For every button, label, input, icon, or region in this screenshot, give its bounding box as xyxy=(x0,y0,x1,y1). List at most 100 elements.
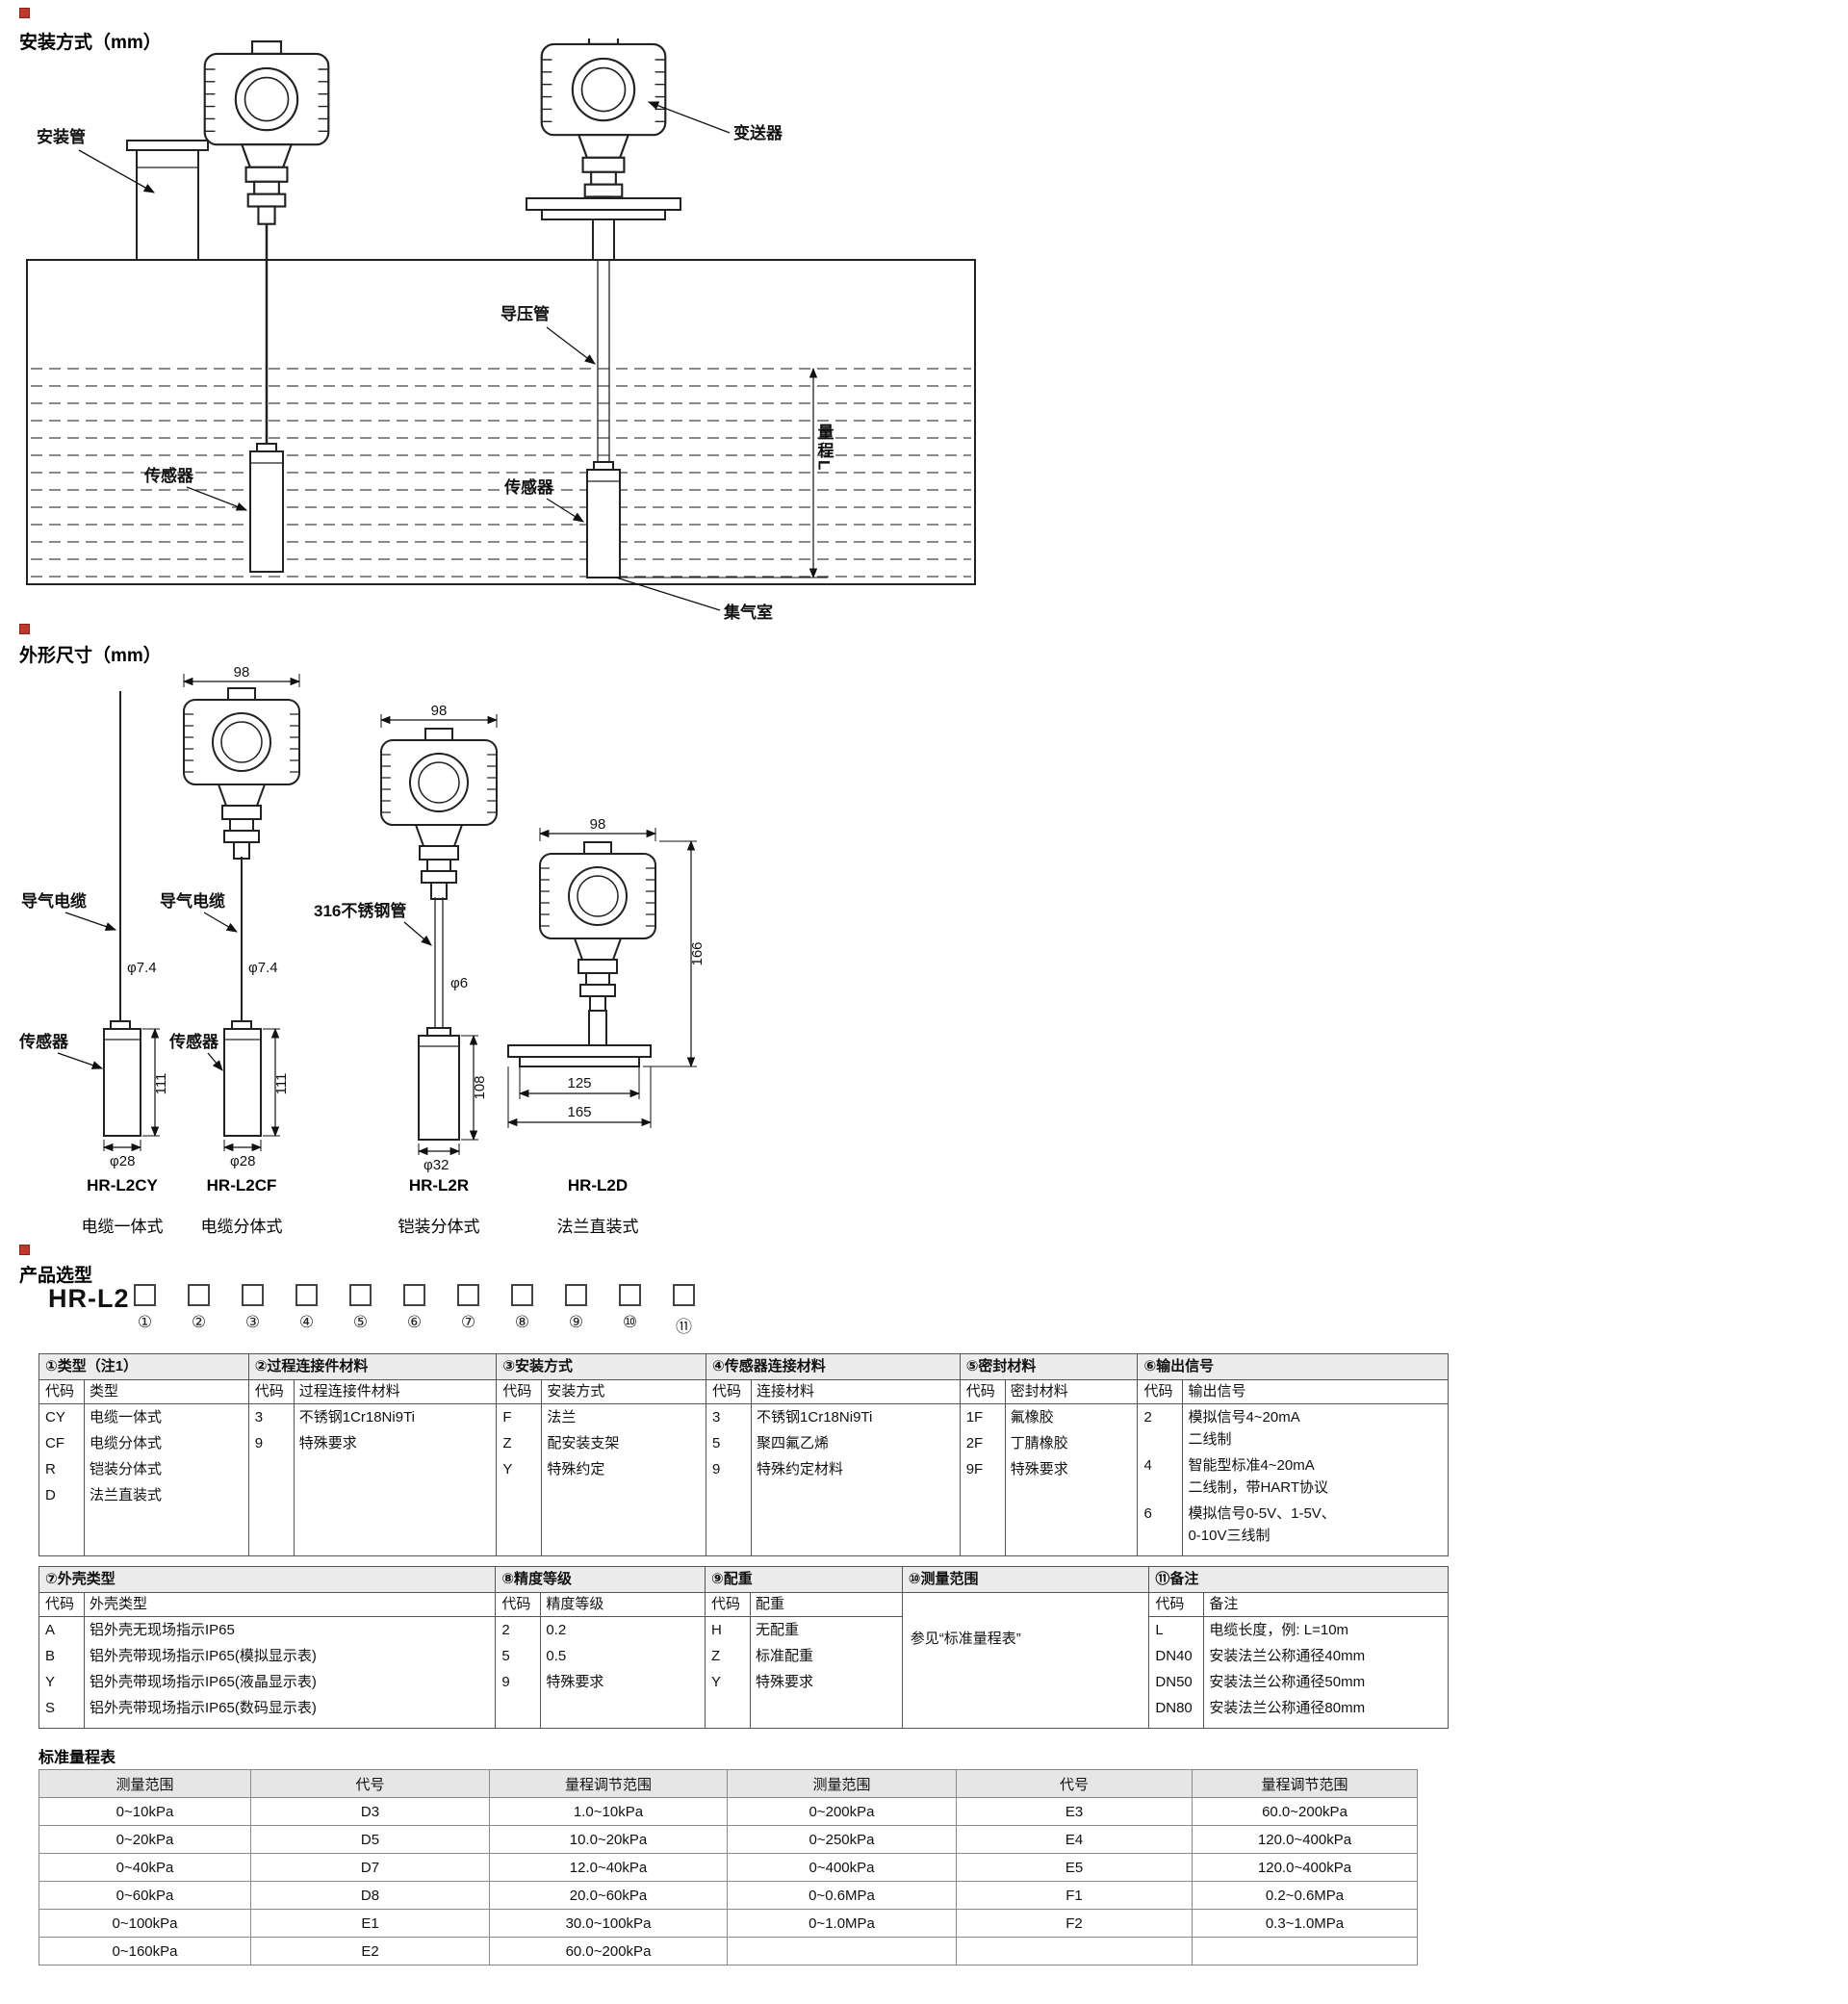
code-header: 代码 xyxy=(496,1593,541,1617)
desc-cell: 安装法兰公称通径40mm xyxy=(1209,1648,1366,1664)
range-cell: E5 xyxy=(956,1853,1193,1882)
model-name: 法兰直装式 xyxy=(556,1218,639,1236)
sensor-dia-dim: φ28 xyxy=(230,1153,255,1169)
range-cell: D3 xyxy=(250,1797,490,1826)
desc-header: 输出信号 xyxy=(1182,1380,1448,1404)
selection-table-2: ⑦外壳类型 代码 外壳类型 A 铝外壳无现场指示IP65 B 铝外壳带现场指示I… xyxy=(38,1566,1449,1729)
cable-label: 导气电缆 xyxy=(160,891,225,911)
model-name: 电缆分体式 xyxy=(200,1218,283,1236)
order-position-number: ① xyxy=(137,1313,153,1331)
range-row: 0~60kPa D8 20.0~60kPa 0~0.6MPa F1 0.2~0.… xyxy=(38,1881,1418,1910)
order-position: ③ xyxy=(242,1284,264,1337)
code-header: 代码 xyxy=(706,1380,752,1404)
desc-header: 备注 xyxy=(1203,1593,1448,1617)
range-cell: 60.0~200kPa xyxy=(1192,1797,1418,1826)
order-position: ⑤ xyxy=(349,1284,372,1337)
desc-cell: 铝外壳无现场指示IP65 xyxy=(90,1622,235,1638)
desc-cell: 配安装支架 xyxy=(547,1435,620,1452)
desc-cell: 铝外壳带现场指示IP65(模拟显示表) xyxy=(90,1648,317,1664)
order-position: ② xyxy=(188,1284,210,1337)
section-title-range: 标准量程表 xyxy=(38,1750,116,1766)
code-cell: 2F xyxy=(965,1435,984,1452)
order-code-box xyxy=(403,1284,425,1306)
range-cell: 0~160kPa xyxy=(38,1937,251,1965)
range-cell: 1.0~10kPa xyxy=(489,1797,728,1826)
model-code: HR-L2CF xyxy=(206,1176,277,1195)
order-position-number: ⑨ xyxy=(568,1313,584,1331)
range-header-row: 测量范围 代号 量程调节范围 测量范围 代号 量程调节范围 xyxy=(38,1769,1418,1798)
order-code-box xyxy=(565,1284,587,1306)
range-cell: E2 xyxy=(250,1937,490,1965)
cable-dia-dim: φ7.4 xyxy=(248,960,278,976)
range-cell: 0~1.0MPa xyxy=(727,1909,957,1938)
desc-cell: 特殊要求 xyxy=(546,1674,604,1690)
code-header: 代码 xyxy=(1149,1593,1204,1617)
code-cell: 2 xyxy=(501,1622,510,1638)
code-header: 代码 xyxy=(1138,1380,1183,1404)
sensor-label: 传感器 xyxy=(168,1032,219,1051)
desc-cell: 特殊要求 xyxy=(298,1435,357,1452)
figure-hr-l2cy: 导气电缆 φ7.4 传感器 111 φ28 xyxy=(19,691,169,1169)
range-reference-note: 参见“标准量程表” xyxy=(910,1631,1021,1647)
head-width-dim: 98 xyxy=(234,664,250,681)
column-divider xyxy=(540,1593,542,1728)
group-process-connection: ②过程连接件材料 代码 过程连接件材料 3 不锈钢1Cr18Ni9Ti 9 特殊… xyxy=(248,1354,498,1555)
range-cell: 0~0.6MPa xyxy=(727,1881,957,1910)
sensor-height-dim: 108 xyxy=(472,1075,488,1099)
range-cell xyxy=(727,1937,957,1965)
order-code-box xyxy=(295,1284,318,1306)
column-divider xyxy=(1004,1380,1006,1555)
code-cell: H xyxy=(711,1622,722,1638)
desc-header: 类型 xyxy=(84,1380,248,1404)
desc-cell: 电缆一体式 xyxy=(90,1409,163,1426)
order-code-box xyxy=(188,1284,210,1306)
mount-pipe-label: 安装管 xyxy=(37,127,86,146)
range-header-cell: 量程调节范围 xyxy=(489,1769,728,1798)
range-l-label: 量程L xyxy=(815,423,834,472)
range-cell: 0~10kPa xyxy=(38,1797,251,1826)
order-position-number: ⑤ xyxy=(352,1313,369,1331)
range-cell: D7 xyxy=(250,1853,490,1882)
transmitter-left-drawing xyxy=(126,40,330,573)
code-cell: 5 xyxy=(712,1435,721,1452)
range-cell: 0.3~1.0MPa xyxy=(1192,1909,1418,1938)
desc-cell: 铝外壳带现场指示IP65(数码显示表) xyxy=(90,1700,317,1716)
model-code: HR-L2CY xyxy=(87,1176,158,1195)
model-name: 电缆一体式 xyxy=(81,1218,164,1236)
order-code-box xyxy=(673,1284,695,1306)
desc-cell: 铝外壳带现场指示IP65(液晶显示表) xyxy=(90,1674,317,1690)
desc-cell: 模拟信号4~20mA 二线制 xyxy=(1188,1409,1300,1448)
code-cell: 5 xyxy=(501,1648,510,1664)
desc-cell: 特殊约定 xyxy=(547,1461,605,1477)
code-cell: 9 xyxy=(254,1435,264,1452)
code-cell: DN40 xyxy=(1155,1648,1193,1664)
column-divider xyxy=(293,1380,295,1555)
range-cell: 0~40kPa xyxy=(38,1853,251,1882)
order-code-box xyxy=(134,1284,156,1306)
column-divider xyxy=(750,1593,752,1728)
code-cell: CY xyxy=(45,1409,65,1426)
desc-header: 外壳类型 xyxy=(84,1593,496,1617)
desc-header: 连接材料 xyxy=(751,1380,960,1404)
range-cell: 120.0~400kPa xyxy=(1192,1853,1418,1882)
code-cell: L xyxy=(1155,1622,1164,1638)
range-dimension: 量程L xyxy=(620,367,834,579)
transmitter-label: 变送器 xyxy=(733,123,783,142)
range-cell: E1 xyxy=(250,1909,490,1938)
desc-cell: 智能型标准4~20mA 二线制，带HART协议 xyxy=(1188,1457,1328,1496)
range-cell: 0.2~0.6MPa xyxy=(1192,1881,1418,1910)
desc-cell: 氟橡胶 xyxy=(1010,1409,1054,1426)
desc-cell: 模拟信号0-5V、1-5V、 0-10V三线制 xyxy=(1188,1505,1336,1544)
order-code-boxes: ① ② ③ ④ ⑤ ⑥ ⑦ ⑧ ⑨ ⑩ ⑪ xyxy=(134,1284,695,1337)
code-header: 代码 xyxy=(39,1593,84,1617)
pressure-pipe-label: 导压管 xyxy=(500,304,550,323)
head-width-dim: 98 xyxy=(590,816,606,833)
section-title-install: 安装方式（mm） xyxy=(19,33,162,53)
code-cell: 1F xyxy=(965,1409,984,1426)
desc-cell: 标准配重 xyxy=(756,1648,814,1664)
order-position: ① xyxy=(134,1284,156,1337)
range-cell: 0~200kPa xyxy=(727,1797,957,1826)
range-header-cell: 测量范围 xyxy=(727,1769,957,1798)
sensor-dia-dim: φ32 xyxy=(424,1157,449,1173)
group-title: ⑧精度等级 xyxy=(496,1567,706,1593)
